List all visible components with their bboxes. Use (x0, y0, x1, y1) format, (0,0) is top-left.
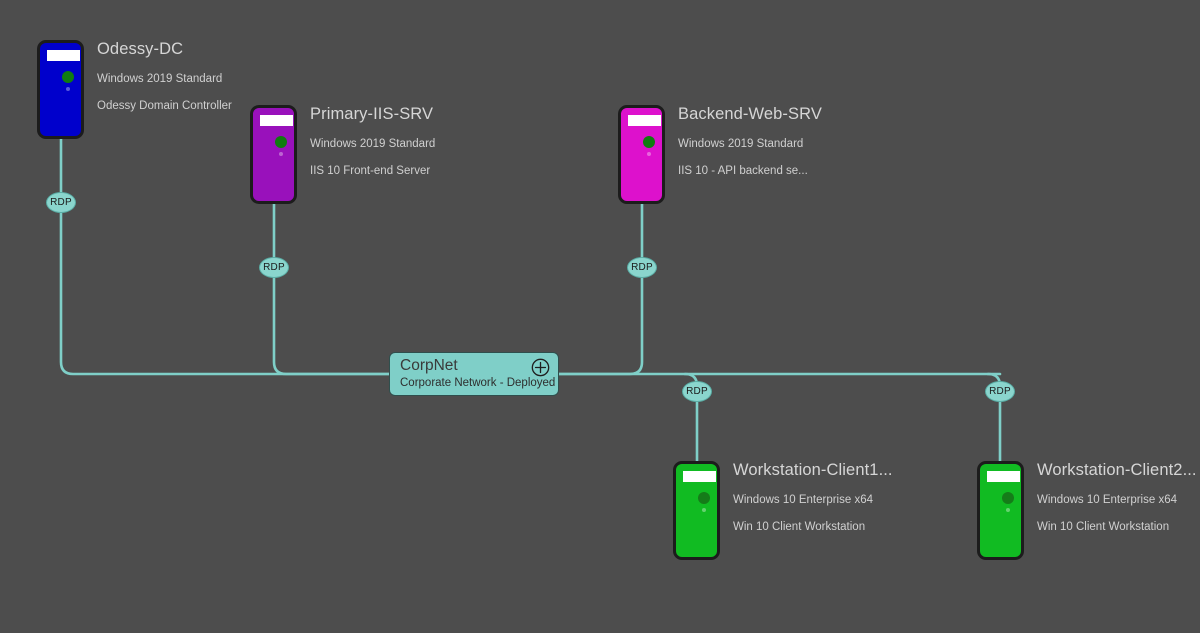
rdp-badge-odessy-dc[interactable]: RDP (46, 192, 76, 213)
node-description-label: Odessy Domain Controller (97, 100, 232, 112)
rdp-badge-primary-iis-srv[interactable]: RDP (259, 257, 289, 278)
rdp-badge-workstation-client1[interactable]: RDP (682, 381, 712, 402)
device-secondary-mark-icon (1006, 508, 1010, 512)
device-title-bar (47, 50, 80, 61)
status-indicator-icon (643, 136, 655, 148)
network-node-subtitle: Corporate Network - Deployed (400, 377, 556, 389)
device-secondary-mark-icon (279, 152, 283, 156)
network-node-corpnet[interactable]: CorpNet Corporate Network - Deployed (389, 352, 559, 396)
plus-circle-icon[interactable] (531, 358, 550, 377)
node-title: Workstation-Client1... (733, 461, 893, 479)
node-description-label: IIS 10 Front-end Server (310, 165, 431, 177)
rdp-badge-workstation-client2[interactable]: RDP (985, 381, 1015, 402)
device-secondary-mark-icon (647, 152, 651, 156)
node-os-label: Windows 10 Enterprise x64 (733, 494, 873, 506)
node-title: Odessy-DC (97, 40, 184, 58)
network-node-title: CorpNet (400, 357, 458, 374)
device-secondary-mark-icon (66, 87, 70, 91)
device-title-bar (683, 471, 716, 482)
device-box-odessy-dc[interactable] (37, 40, 84, 139)
edge-odessy-dc (59, 137, 476, 376)
device-title-bar (628, 115, 661, 126)
node-description-label: Win 10 Client Workstation (733, 521, 866, 533)
device-secondary-mark-icon (702, 508, 706, 512)
status-indicator-icon (275, 136, 287, 148)
node-description-label: IIS 10 - API backend se... (678, 165, 808, 177)
node-description-label: Win 10 Client Workstation (1037, 521, 1170, 533)
edge-primary-iis-srv (272, 202, 476, 376)
edge-backend-web-srv (472, 202, 644, 376)
device-title-bar (987, 471, 1020, 482)
node-title: Backend-Web-SRV (678, 105, 822, 123)
node-os-label: Windows 2019 Standard (678, 138, 804, 150)
rdp-badge-backend-web-srv[interactable]: RDP (627, 257, 657, 278)
node-os-label: Windows 2019 Standard (97, 73, 223, 85)
device-box-workstation-client2[interactable] (977, 461, 1024, 560)
node-title: Workstation-Client2... (1037, 461, 1197, 479)
device-box-backend-web-srv[interactable] (618, 105, 665, 204)
status-indicator-icon (1002, 492, 1014, 504)
status-indicator-icon (62, 71, 74, 83)
device-box-primary-iis-srv[interactable] (250, 105, 297, 204)
device-title-bar (260, 115, 293, 126)
device-box-workstation-client1[interactable] (673, 461, 720, 560)
node-os-label: Windows 10 Enterprise x64 (1037, 494, 1177, 506)
node-os-label: Windows 2019 Standard (310, 138, 436, 150)
status-indicator-icon (698, 492, 710, 504)
node-title: Primary-IIS-SRV (310, 105, 434, 123)
